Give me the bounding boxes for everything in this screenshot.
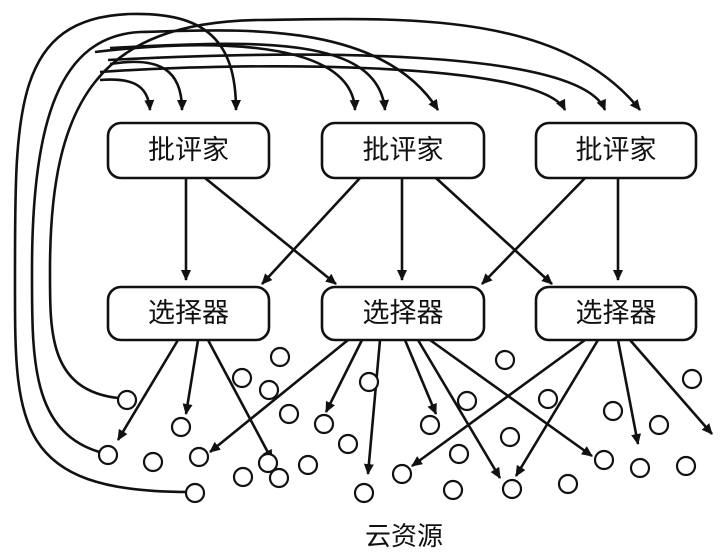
resource-circle — [442, 479, 464, 501]
resource-circle — [297, 454, 319, 476]
selector-resource-arrow — [416, 339, 502, 479]
feedback-arc — [109, 42, 390, 111]
selector-resource-arrow — [209, 338, 349, 454]
critic-node: 批评家 — [534, 121, 698, 180]
feedback-arcs — [13, 12, 642, 494]
critic-label: 批评家 — [363, 135, 444, 166]
selector-node: 选择器 — [106, 285, 271, 342]
critic-nodes: 批评家 批评家 批评家 — [106, 121, 698, 180]
resource-circle — [142, 451, 164, 473]
critic-node: 批评家 — [106, 121, 271, 180]
critic-selector-arrow — [261, 177, 361, 285]
resource-circle — [593, 449, 615, 471]
cloud-resources-caption: 云资源 — [365, 522, 443, 552]
resource-circle — [537, 388, 559, 410]
selector-resource-arrow — [363, 339, 382, 475]
selector-node: 选择器 — [320, 285, 486, 342]
resource-circle — [257, 452, 279, 474]
resource-circle — [268, 467, 290, 489]
resource-circle — [184, 482, 206, 504]
selector-resource-arrow — [411, 338, 586, 468]
selector-resource-arrow — [182, 339, 200, 415]
selector-to-resource-arrows — [116, 338, 713, 479]
resource-circle — [602, 400, 624, 422]
resource-circle — [499, 426, 521, 448]
resource-circle — [258, 379, 280, 401]
selector-resource-arrow — [629, 339, 713, 435]
selector-resource-arrow — [616, 339, 642, 445]
resource-circle — [269, 346, 291, 368]
resource-circle — [313, 413, 335, 435]
selector-resource-arrow — [429, 338, 593, 458]
resource-circle — [448, 443, 470, 465]
critic-selector-arrow — [204, 176, 337, 286]
resource-circle — [456, 390, 478, 412]
resource-circle — [358, 371, 380, 393]
selector-resource-arrow — [116, 339, 180, 441]
critic-label: 批评家 — [576, 135, 657, 166]
feedback-arc — [94, 43, 360, 111]
resource-circle — [629, 457, 651, 479]
critic-label: 批评家 — [148, 135, 229, 166]
feedback-arc — [30, 29, 440, 457]
resource-circle — [188, 446, 210, 468]
feedback-arc — [99, 78, 155, 111]
feedback-arc — [107, 53, 607, 111]
selector-nodes: 选择器 选择器 选择器 — [106, 285, 698, 342]
selector-label: 选择器 — [148, 298, 229, 329]
selector-node: 选择器 — [534, 285, 698, 342]
resource-circle — [557, 473, 579, 495]
resource-circle — [231, 367, 253, 389]
feedback-arc — [13, 12, 241, 494]
resource-circle — [419, 414, 441, 436]
resource-circle — [97, 444, 119, 466]
selector-label: 选择器 — [363, 298, 444, 329]
selector-resource-arrow — [206, 339, 274, 461]
resource-circle — [501, 478, 523, 500]
selector-label: 选择器 — [576, 298, 657, 329]
critic-selector-arrow — [481, 177, 586, 285]
critic-node: 批评家 — [320, 121, 486, 180]
critic-to-selector-arrows — [181, 176, 623, 286]
resource-circle — [116, 389, 138, 411]
resource-circle — [353, 482, 375, 504]
resource-circle — [494, 349, 516, 371]
resource-circle — [681, 368, 703, 390]
resource-circle — [232, 466, 254, 488]
resource-circle — [278, 403, 300, 425]
resource-circle — [170, 416, 192, 438]
cloud-resources — [97, 346, 703, 504]
critic-selector-arrow — [435, 177, 553, 285]
selector-resource-arrow — [324, 339, 364, 413]
selector-resource-arrow — [514, 339, 600, 477]
selector-resource-arrow — [403, 339, 438, 415]
resource-circle — [391, 463, 413, 485]
resource-circle — [648, 414, 670, 436]
resource-circle — [337, 433, 359, 455]
resource-circle — [675, 455, 697, 477]
feedback-arc — [99, 65, 567, 111]
